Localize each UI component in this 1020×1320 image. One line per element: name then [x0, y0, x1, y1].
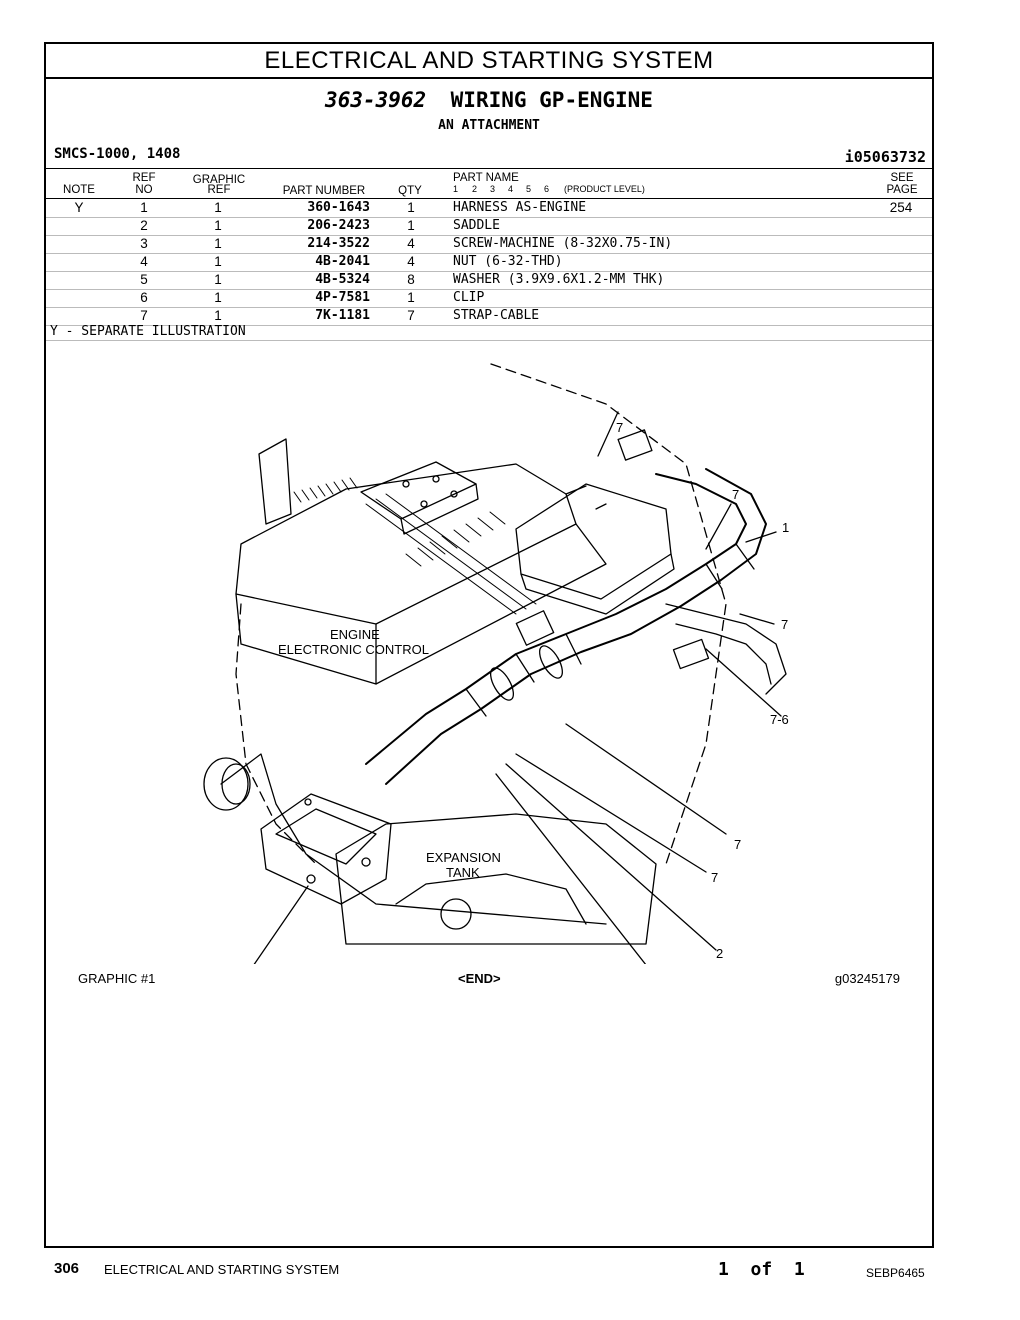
- ecm-label-1: ENGINE: [330, 627, 380, 642]
- cell-part-name: CLIP: [453, 290, 485, 305]
- cell-ref: 6: [140, 290, 148, 305]
- cell-part-number: 206-2423: [307, 218, 370, 233]
- level-4: 4: [508, 184, 514, 194]
- cell-see-page: 254: [889, 200, 913, 215]
- cell-part-number: 214-3522: [307, 236, 370, 251]
- cell-graphic-ref: 1: [214, 218, 222, 233]
- table-row: 2 1 206-2423 1 SADDLE: [46, 217, 932, 236]
- cell-graphic-ref: 1: [214, 308, 222, 323]
- cell-qty: 8: [407, 272, 415, 287]
- cell-ref: 7: [140, 308, 148, 323]
- header-rule: [46, 168, 932, 169]
- cell-part-name: WASHER (3.9X9.6X1.2-MM THK): [453, 272, 665, 287]
- cell-ref: 1: [140, 200, 148, 215]
- cell-note: Y: [74, 200, 84, 215]
- cell-qty: 4: [407, 236, 415, 251]
- cell-qty: 1: [407, 218, 415, 233]
- cell-part-number: 7K-1181: [315, 308, 370, 323]
- table-row: 7 1 7K-1181 7 STRAP-CABLE: [46, 307, 932, 326]
- cell-part-name: SCREW-MACHINE (8-32X0.75-IN): [453, 236, 673, 251]
- table-footnote: Y - SEPARATE ILLUSTRATION: [50, 324, 246, 339]
- col-note: NOTE: [63, 184, 95, 196]
- cell-part-name: SADDLE: [453, 218, 500, 233]
- col-graphic-2: REF: [207, 184, 231, 196]
- footer-section: ELECTRICAL AND STARTING SYSTEM: [104, 1262, 340, 1277]
- table-row: 3 1 214-3522 4 SCREW-MACHINE (8-32X0.75-…: [46, 235, 932, 254]
- cell-graphic-ref: 1: [214, 254, 222, 269]
- parts-illustration: ENGINE ELECTRONIC CONTROL EXPANSION TANK…: [203, 363, 789, 964]
- callout: 7: [734, 837, 741, 852]
- column-header-rule: [46, 198, 932, 199]
- page-of: 1 of 1: [718, 1259, 805, 1280]
- cell-qty: 1: [407, 290, 415, 305]
- callout: 1: [782, 520, 789, 535]
- col-part-number: PART NUMBER: [282, 185, 366, 197]
- graphic-id: g03245179: [834, 971, 900, 986]
- cell-part-number: 4B-5324: [315, 272, 370, 287]
- table-row: 5 1 4B-5324 8 WASHER (3.9X9.6X1.2-MM THK…: [46, 271, 932, 290]
- cell-ref: 5: [140, 272, 148, 287]
- level-5: 5: [526, 184, 532, 194]
- cell-qty: 4: [407, 254, 415, 269]
- callout: 7: [711, 870, 718, 885]
- level-1: 1: [453, 184, 459, 194]
- level-3: 3: [490, 184, 496, 194]
- page-frame: ELECTRICAL AND STARTING SYSTEM 363-3962 …: [44, 42, 934, 1248]
- cell-qty: 1: [407, 200, 415, 215]
- group-number: 363-3962: [325, 88, 427, 112]
- graphic-label: GRAPHIC #1: [78, 971, 156, 986]
- doc-id: SEBP6465: [866, 1266, 925, 1280]
- callout: 7: [732, 487, 739, 502]
- col-ref-1: REF: [132, 172, 156, 184]
- cell-part-number: 4B-2041: [315, 254, 370, 269]
- illustration-id: i05063732: [844, 148, 926, 166]
- col-graphic-1: GRAPHIC: [192, 174, 246, 186]
- col-part-name: PART NAME: [453, 172, 519, 184]
- cell-part-name: NUT (6-32-THD): [453, 254, 563, 269]
- group-heading: 363-3962 WIRING GP-ENGINE: [46, 88, 932, 112]
- cell-graphic-ref: 1: [214, 272, 222, 287]
- level-2: 2: [472, 184, 478, 194]
- cell-graphic-ref: 1: [214, 236, 222, 251]
- end-marker: <END>: [458, 971, 501, 986]
- callout: 7: [616, 420, 623, 435]
- cell-qty: 7: [407, 308, 415, 323]
- table-row: 6 1 4P-7581 1 CLIP: [46, 289, 932, 308]
- section-title: ELECTRICAL AND STARTING SYSTEM: [46, 44, 932, 79]
- table-row: 4 1 4B-2041 4 NUT (6-32-THD): [46, 253, 932, 272]
- level-caption: (PRODUCT LEVEL): [564, 184, 645, 194]
- level-6: 6: [544, 184, 550, 194]
- callout: 7: [781, 617, 788, 632]
- cell-part-number: 4P-7581: [315, 290, 370, 305]
- cell-part-number: 360-1643: [307, 200, 370, 215]
- col-see-1: SEE: [890, 172, 914, 184]
- cell-graphic-ref: 1: [214, 290, 222, 305]
- cell-ref: 3: [140, 236, 148, 251]
- group-subtitle: AN ATTACHMENT: [438, 118, 540, 133]
- cell-ref: 2: [140, 218, 148, 233]
- callout: 2: [716, 946, 723, 961]
- tank-label-1: EXPANSION: [426, 850, 501, 865]
- col-ref-2: NO: [135, 184, 153, 196]
- ecm-label-2: ELECTRONIC CONTROL: [278, 642, 429, 657]
- footnote-rule: [46, 340, 932, 341]
- cell-graphic-ref: 1: [214, 200, 222, 215]
- tank-label-2: TANK: [446, 865, 480, 880]
- cell-ref: 4: [140, 254, 148, 269]
- cell-part-name: STRAP-CABLE: [453, 308, 540, 323]
- smcs-code: SMCS-1000, 1408: [54, 146, 181, 162]
- group-name: WIRING GP-ENGINE: [450, 88, 653, 112]
- col-qty: QTY: [398, 185, 422, 197]
- cell-part-name: HARNESS AS-ENGINE: [453, 200, 587, 215]
- table-row: Y 1 1 360-1643 1 HARNESS AS-ENGINE 254: [46, 199, 932, 218]
- callout: 7-6: [770, 712, 789, 727]
- page-number: 306: [54, 1260, 80, 1277]
- col-see-2: PAGE: [886, 184, 918, 196]
